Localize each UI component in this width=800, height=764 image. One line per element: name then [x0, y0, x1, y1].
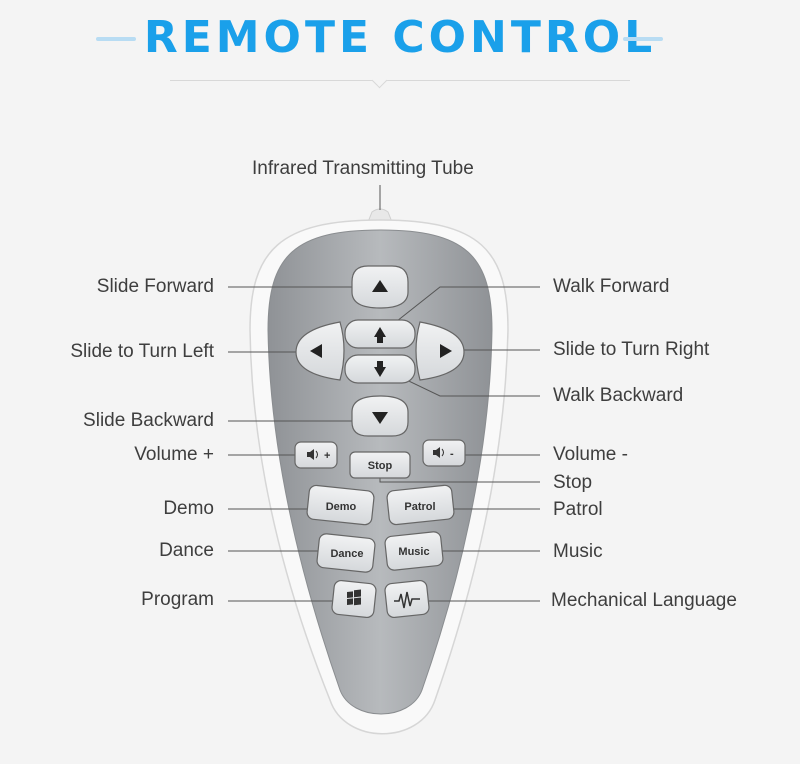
- label-infrared-tube: Infrared Transmitting Tube: [252, 158, 474, 179]
- walk-forward-icon: [374, 327, 386, 343]
- waveform-icon: [394, 591, 420, 609]
- label-slide-turn-left: Slide to Turn Left: [70, 341, 214, 362]
- label-slide-turn-right: Slide to Turn Right: [553, 339, 710, 360]
- demo-button[interactable]: Demo: [306, 484, 375, 526]
- mechanical-language-button[interactable]: [384, 579, 430, 619]
- walk-forward-button[interactable]: [344, 319, 416, 349]
- title-decoration-left: [96, 37, 136, 41]
- infrared-tube: [367, 208, 393, 223]
- header-divider: [170, 80, 630, 81]
- label-demo: Demo: [163, 498, 214, 519]
- demo-button-text: Demo: [326, 501, 357, 513]
- slide-turn-left-button[interactable]: [295, 321, 345, 381]
- page-title: REMOTE CONTROL: [143, 12, 657, 63]
- dance-button[interactable]: Dance: [316, 533, 376, 573]
- program-button[interactable]: [331, 579, 377, 619]
- dance-button-text: Dance: [330, 548, 363, 560]
- label-dance: Dance: [159, 540, 214, 561]
- label-program: Program: [141, 589, 214, 610]
- label-music: Music: [553, 541, 603, 562]
- header: REMOTE CONTROL: [0, 0, 800, 95]
- label-patrol: Patrol: [553, 499, 603, 520]
- slide-forward-button[interactable]: [351, 265, 409, 309]
- label-slide-forward: Slide Forward: [96, 276, 214, 297]
- stop-button-text: Stop: [368, 460, 393, 472]
- label-mechanical-language: Mechanical Language: [551, 590, 737, 611]
- label-stop: Stop: [553, 472, 593, 493]
- arrow-left-icon: [310, 344, 322, 358]
- music-button[interactable]: Music: [384, 531, 444, 571]
- volume-minus-button[interactable]: -: [422, 439, 466, 467]
- label-slide-backward: Slide Backward: [83, 410, 214, 431]
- label-volume-plus: Volume +: [134, 444, 214, 465]
- walk-backward-button[interactable]: [344, 354, 416, 384]
- label-walk-forward: Walk Forward: [553, 276, 670, 297]
- stop-button[interactable]: Stop: [349, 451, 411, 479]
- label-walk-backward: Walk Backward: [553, 385, 684, 406]
- volume-plus-text: +: [324, 450, 330, 462]
- walk-backward-icon: [374, 361, 386, 377]
- music-button-text: Music: [398, 546, 429, 558]
- label-volume-minus: Volume -: [553, 444, 628, 465]
- arrow-up-icon: [372, 280, 388, 292]
- volume-plus-button[interactable]: +: [294, 441, 338, 469]
- slide-backward-button[interactable]: [351, 395, 409, 437]
- arrow-down-icon: [372, 412, 388, 424]
- speaker-icon: [307, 449, 318, 460]
- speaker-icon: [433, 447, 444, 458]
- slide-turn-right-button[interactable]: [415, 321, 465, 381]
- windows-icon: [347, 589, 361, 606]
- patrol-button[interactable]: Patrol: [386, 484, 455, 526]
- volume-minus-text: -: [450, 448, 454, 460]
- arrow-right-icon: [440, 344, 452, 358]
- title-decoration-right: [623, 37, 663, 41]
- patrol-button-text: Patrol: [404, 501, 435, 513]
